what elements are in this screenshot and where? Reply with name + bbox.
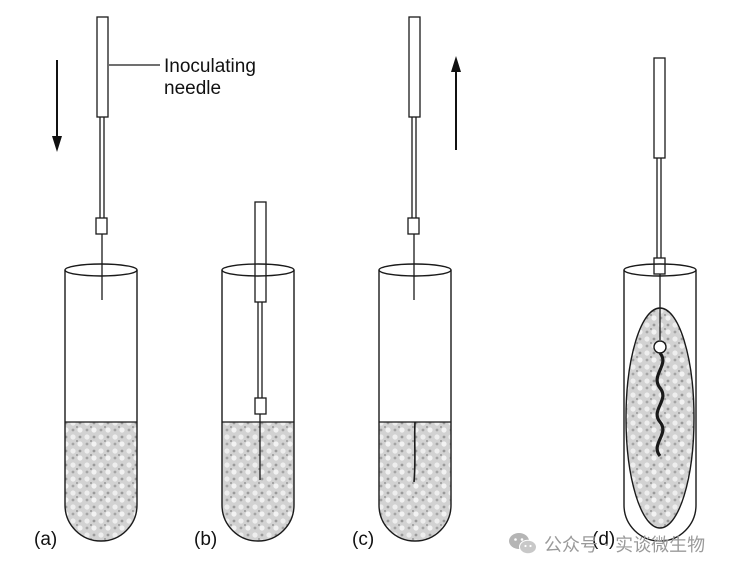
panel-d: [623, 57, 697, 542]
panel-label-c: (c): [352, 529, 375, 550]
test-tube-d: [623, 263, 697, 542]
wechat-icon: [509, 533, 537, 555]
inoculating-needle-c: [407, 16, 421, 300]
test-tube-c: [378, 263, 452, 542]
panel-label-a: (a): [34, 529, 58, 550]
down-arrow-head: [52, 136, 62, 152]
test-tube-b-back: [222, 421, 294, 541]
inoculating-needle-a: [95, 16, 109, 300]
up-arrow-head: [451, 56, 461, 72]
inoculating-needle-d: [653, 57, 666, 340]
watermark: 公众号 · 实谈微生物: [508, 531, 705, 557]
panel-label-d: (d): [592, 529, 616, 550]
needle-annotation: Inoculating needle: [164, 56, 256, 100]
inoculating-needle-b: [254, 201, 267, 480]
panel-label-b: (b): [194, 529, 218, 550]
test-tube-a: [64, 263, 138, 542]
panel-a: [52, 16, 160, 542]
stab-line: [413, 421, 416, 483]
watermark-text: 公众号 · 实谈微生物: [544, 535, 706, 556]
test-tube-b: [221, 263, 295, 542]
needle-annotation-line2: needle: [164, 78, 222, 99]
panel-c: [378, 16, 461, 542]
needle-loop-path: [653, 340, 667, 458]
panel-b: [221, 201, 295, 542]
needle-annotation-line1: Inoculating: [164, 56, 256, 77]
